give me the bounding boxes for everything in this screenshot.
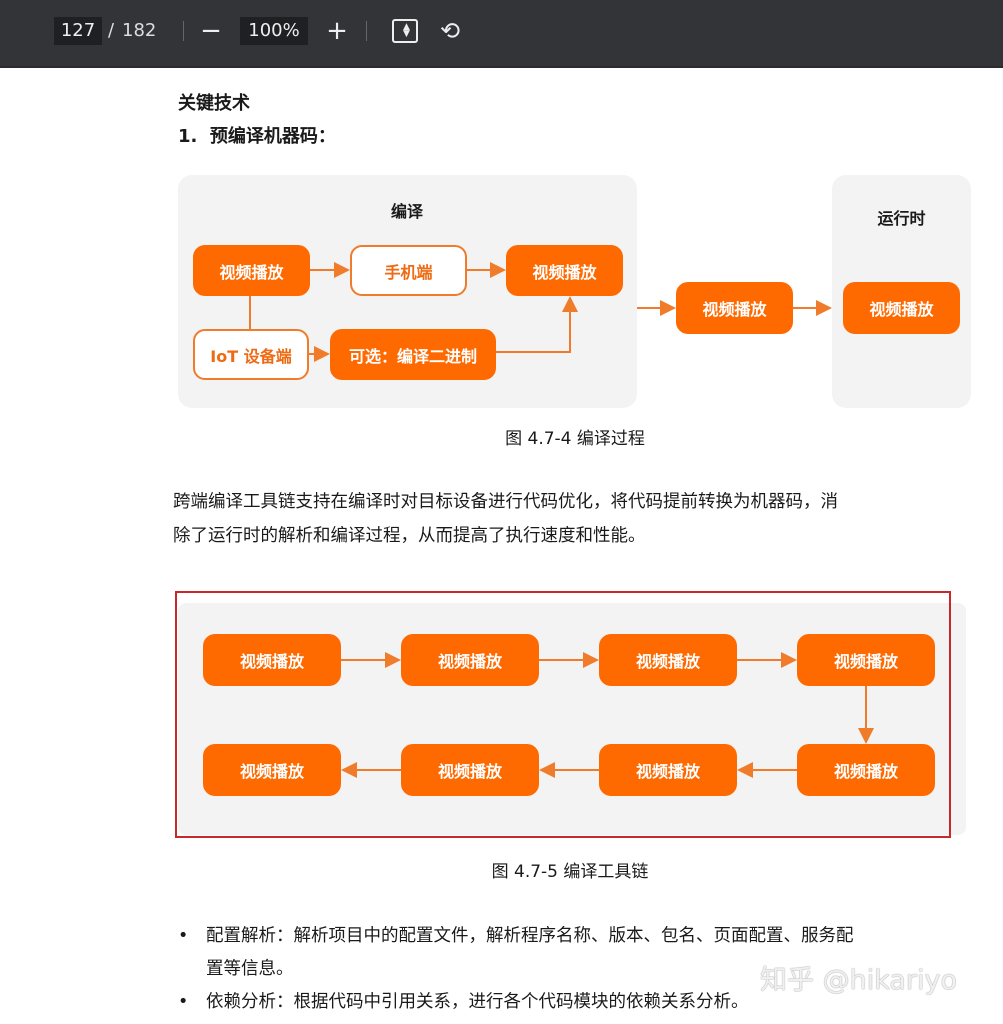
flow-node: 视频播放	[506, 245, 623, 296]
chain-node: 视频播放	[203, 744, 341, 796]
bullet-item-cont: 置等信息。	[206, 959, 294, 979]
chain-node: 视频播放	[401, 744, 539, 796]
flow-node: 视频播放	[676, 282, 793, 334]
chain-node: 视频播放	[203, 634, 341, 686]
page-number-input[interactable]: 127	[54, 17, 102, 45]
divider	[366, 21, 367, 41]
highlight-border	[175, 591, 951, 838]
runtime-title: 运行时	[877, 209, 926, 228]
chain-node: 视频播放	[797, 744, 935, 796]
chain-node: 视频播放	[797, 634, 935, 686]
rotate-icon[interactable]: ⟲	[439, 17, 461, 45]
bullet-dot: •	[178, 926, 189, 946]
bullet-item: 配置解析：解析项目中的配置文件，解析程序名称、版本、包名、页面配置、服务配	[206, 926, 854, 946]
flow-node: 视频播放	[193, 245, 310, 296]
divider	[183, 21, 184, 41]
zoom-level-input[interactable]: 100%	[240, 17, 308, 45]
minus-icon[interactable]: −	[200, 16, 222, 46]
subheading: 1. 预编译机器码：	[178, 126, 336, 147]
figure-caption: 图 4.7-5 编译工具链	[491, 862, 649, 882]
flow-node: 可选：编译二进制	[330, 329, 496, 380]
chain-node: 视频播放	[599, 744, 737, 796]
flow-node: IoT 设备端	[193, 329, 309, 380]
paragraph-line: 除了运行时的解析和编译过程，从而提高了执行速度和性能。	[173, 526, 646, 546]
figure-caption: 图 4.7-4 编译过程	[505, 429, 645, 449]
flow-node: 手机端	[350, 245, 467, 296]
chain-node: 视频播放	[401, 634, 539, 686]
chain-node: 视频播放	[599, 634, 737, 686]
total-pages: 182	[122, 20, 157, 41]
fit-page-icon[interactable]: ▲▼	[392, 19, 418, 43]
compile-title: 编译	[390, 202, 423, 221]
bullet-dot: •	[178, 992, 189, 1012]
paragraph-line: 跨端编译工具链支持在编译时对目标设备进行代码优化，将代码提前转换为机器码，消	[173, 492, 838, 512]
bullet-item: 依赖分析：根据代码中引用关系，进行各个代码模块的依赖关系分析。	[206, 992, 749, 1012]
page-separator: /	[108, 20, 115, 41]
plus-icon[interactable]: +	[326, 16, 348, 46]
pdf-toolbar: 127 / 182 − 100% + ▲▼ ⟲	[0, 0, 1003, 68]
flow-node: 视频播放	[843, 282, 960, 334]
section-title: 关键技术	[178, 93, 250, 114]
watermark: 知乎 @hikariyo	[760, 965, 958, 996]
